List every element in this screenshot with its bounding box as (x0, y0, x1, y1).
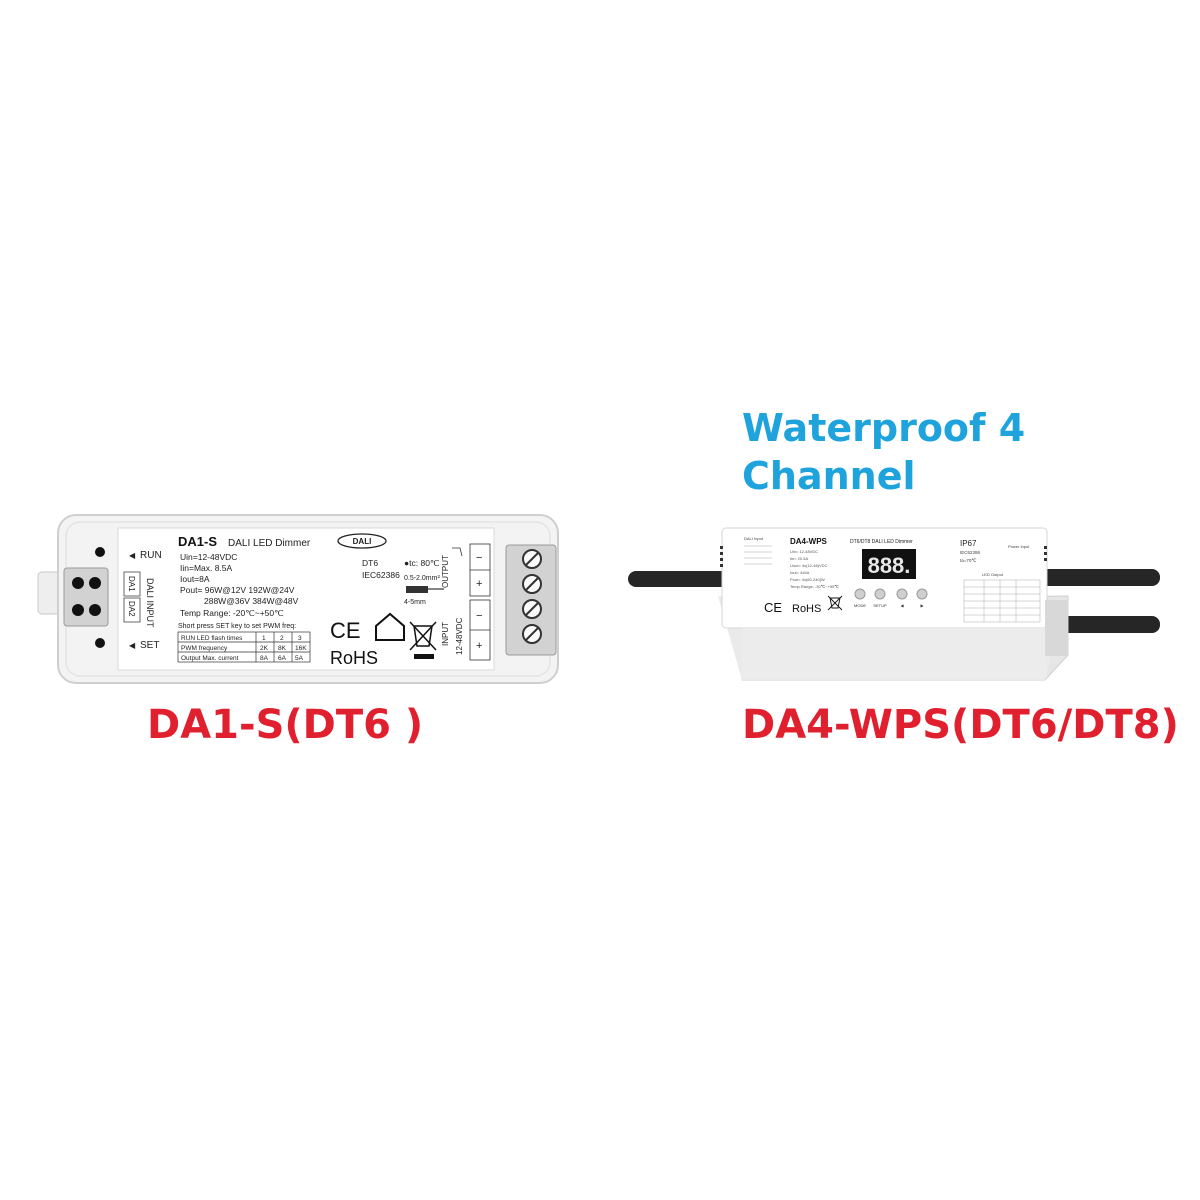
iec-label: IEC62386 (960, 550, 981, 555)
left-button[interactable] (896, 588, 908, 600)
svg-text:RUN LED flash times: RUN LED flash times (181, 635, 243, 642)
da1s-label (117, 527, 495, 671)
da1-terminal-label: DA1 (127, 576, 136, 592)
svg-text:DALI: DALI (353, 537, 372, 546)
svg-text:6A: 6A (278, 655, 287, 662)
rohs-mark: RoHS (330, 648, 378, 668)
svg-text:Uin= 12-48VDC: Uin= 12-48VDC (790, 549, 818, 554)
spec-line: Uin=12-48VDC (180, 552, 237, 562)
ce-mark: CE (764, 600, 782, 615)
svg-text:2K: 2K (260, 645, 269, 652)
svg-text:◀: ◀ (129, 641, 136, 650)
svg-text:+: + (476, 640, 482, 652)
title-line-2: Channel (742, 454, 916, 498)
led-output-label: LED Output (982, 572, 1004, 577)
svg-text:PWM frequency: PWM frequency (181, 645, 228, 652)
title-line-1: Waterproof 4 (742, 406, 1026, 450)
svg-text:MODE: MODE (854, 603, 866, 608)
da4wps-caption: DA4-WPS(DT6/DT8) (742, 702, 1179, 748)
spec-line: Temp Range: -20℃~+50℃ (180, 608, 284, 618)
pwm-note: Short press SET key to set PWM freq: (178, 623, 296, 630)
dali-logo (337, 533, 387, 549)
da1s-device: ◀ RUN ◀ SET DALI INPUT DA1 DA2 DA1-S DAL… (37, 514, 559, 684)
da4wps-model: DA4-WPS (790, 537, 828, 546)
tc-label: ●tc: 80℃ (404, 558, 440, 568)
da2-terminal-label: DA2 (127, 601, 136, 617)
setup-button[interactable] (874, 588, 886, 600)
svg-text:8K: 8K (278, 645, 287, 652)
dali-input-label: DALI Input (744, 536, 764, 541)
svg-text:3: 3 (298, 635, 302, 642)
led-display (862, 549, 916, 579)
indoor-use-icon (375, 612, 405, 641)
svg-text:Uout= 4x(12-48)VDC: Uout= 4x(12-48)VDC (790, 563, 828, 568)
svg-text:16K: 16K (295, 645, 307, 652)
dt-label: DT6 (362, 558, 378, 568)
da4wps-type: DT6/DT8 DALI LED Dimmer (850, 539, 913, 545)
input-voltage-label: 12-48VDC (455, 617, 464, 655)
svg-text:Output Max. current: Output Max. current (181, 655, 239, 662)
cable-left (628, 571, 740, 587)
wire-size-label: 0.5-2.0mm² (404, 575, 440, 582)
led-output-table (963, 579, 1041, 623)
iec-label: IEC62386 (362, 570, 400, 580)
svg-text:1: 1 (262, 635, 266, 642)
svg-text:5A: 5A (295, 655, 304, 662)
weee-bin-icon (827, 595, 843, 611)
da4wps-device: DALI Input DA4-WPS DT6/DT8 DALI LED Dimm… (628, 527, 1160, 681)
dali-terminal-block (63, 567, 109, 627)
svg-text:Pout= 4x(60-240)W: Pout= 4x(60-240)W (790, 577, 825, 582)
strip-length-label: 4-5mm (404, 599, 426, 606)
power-input-label: Power Input (1008, 544, 1030, 549)
da1s-model: DA1-S (178, 534, 217, 549)
svg-text:Iin= 20.5A: Iin= 20.5A (790, 556, 808, 561)
wire-strip-icon (406, 586, 428, 593)
svg-text:8A: 8A (260, 655, 269, 662)
svg-text:Iout= 4x5A: Iout= 4x5A (790, 570, 810, 575)
spec-line: Pout= 96W@12V 192W@24V (180, 585, 295, 595)
ip-rating: IP67 (960, 539, 977, 548)
spec-line: Iout=8A (180, 574, 210, 584)
spec-line: 288W@36V 384W@48V (204, 596, 299, 606)
right-button[interactable] (916, 588, 928, 600)
ce-mark: CE (330, 618, 361, 643)
dali-input-label: DALI INPUT (145, 578, 155, 628)
da1s-caption: DA1-S(DT6 ) (147, 702, 424, 748)
mounting-hole-dot (95, 547, 105, 557)
waterproof-title: Waterproof 4 Channel (742, 404, 1025, 500)
led-display-value: 888. (868, 553, 911, 578)
svg-text:◀: ◀ (129, 551, 136, 560)
weee-bin-icon (409, 621, 437, 651)
run-label: RUN (140, 550, 162, 561)
cable-right-top (1022, 569, 1160, 586)
rohs-mark: RoHS (792, 603, 821, 615)
svg-text:SETUP: SETUP (873, 603, 887, 608)
input-label: INPUT (441, 622, 450, 646)
svg-text:▶: ▶ (920, 603, 924, 608)
ta-label: ta=70℃ (960, 558, 977, 563)
mounting-hole-dot (95, 638, 105, 648)
set-label: SET (140, 640, 159, 651)
mode-button[interactable] (854, 588, 866, 600)
svg-text:+: + (476, 578, 482, 590)
svg-text:Temp Range: -30℃~+55℃: Temp Range: -30℃~+55℃ (790, 584, 839, 589)
svg-text:2: 2 (280, 635, 284, 642)
da1s-type: DALI LED Dimmer (228, 538, 311, 549)
svg-text:−: − (476, 610, 482, 622)
spec-line: Iin=Max. 8.5A (180, 563, 233, 573)
pwm-table (177, 631, 311, 663)
svg-text:◀: ◀ (900, 603, 904, 608)
output-label: OUTPUT (441, 555, 450, 588)
svg-text:−: − (476, 552, 482, 564)
